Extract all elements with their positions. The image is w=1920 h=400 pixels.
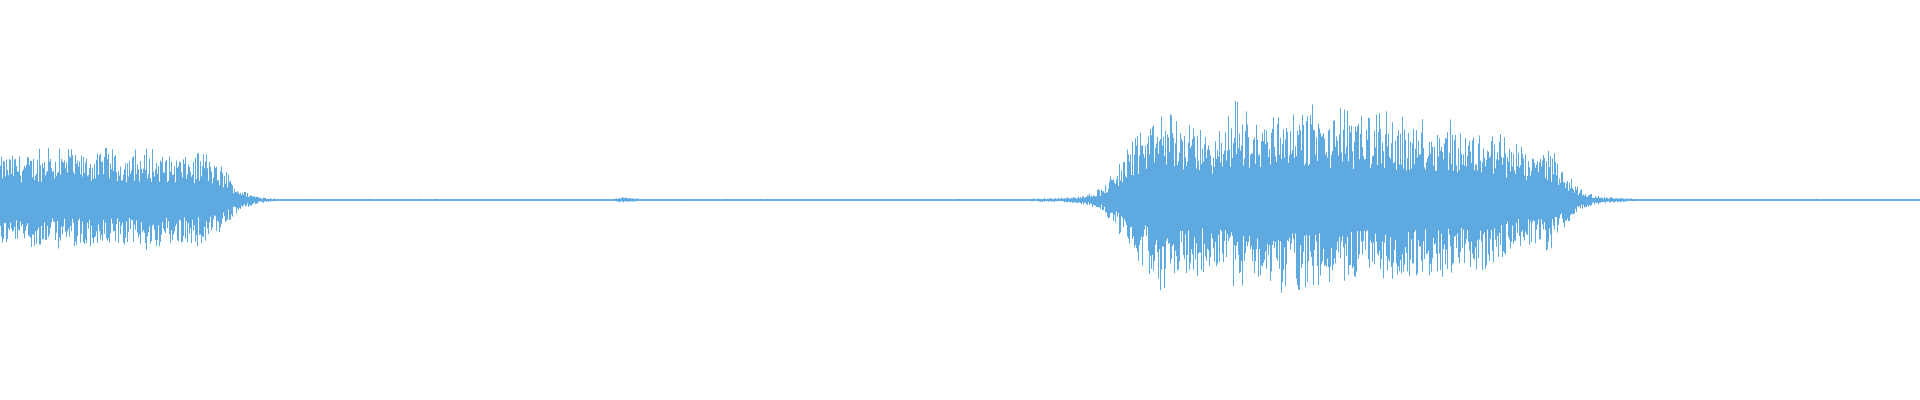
waveform-trace: [0, 101, 1920, 293]
